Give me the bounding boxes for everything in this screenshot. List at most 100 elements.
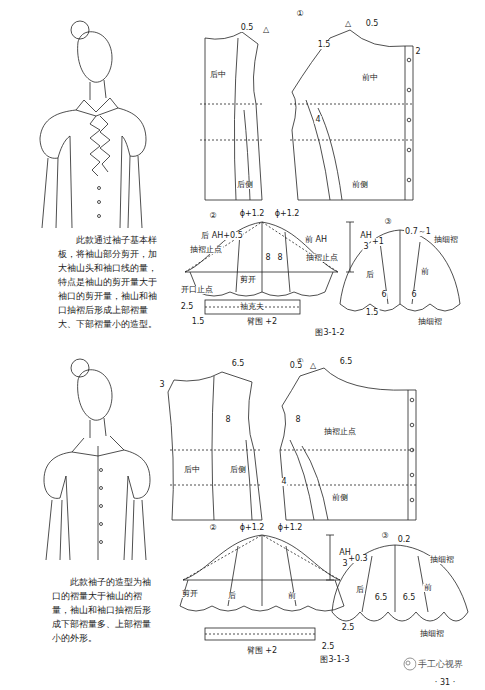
dimension-label: 3 — [158, 381, 165, 389]
pattern-line — [46, 500, 146, 560]
dimension-label: 前中 — [361, 74, 379, 82]
pattern-line — [100, 523, 103, 526]
pattern-line — [100, 505, 103, 508]
pattern-line — [407, 178, 411, 182]
dimension-label: 前 — [287, 592, 297, 600]
dimension-label: 1.5 — [365, 309, 380, 317]
pattern-line — [340, 304, 460, 311]
dimension-label: △ — [309, 362, 317, 370]
pattern-line — [78, 32, 112, 82]
pattern-line — [44, 452, 72, 498]
dimension-label: 后 — [355, 586, 365, 594]
pattern-line — [212, 376, 252, 520]
pattern-line — [408, 390, 416, 520]
bodice-pattern-bottom — [168, 368, 416, 520]
fashion-figure-bottom — [44, 359, 150, 560]
dimension-label: 2.5 — [321, 643, 336, 651]
dimension-label: 8 — [264, 254, 271, 262]
pattern-line — [183, 535, 340, 580]
dimension-label: ① — [295, 10, 304, 18]
dimension-label: 袖克夫 — [239, 303, 265, 311]
dimension-label: ③ — [383, 218, 392, 226]
dimension-label: ③ — [380, 532, 389, 540]
dimension-label: 后 AH+0.5 — [200, 232, 243, 240]
pattern-line — [332, 545, 468, 612]
dimension-label: 0.5 — [365, 20, 380, 28]
pattern-line — [198, 292, 325, 296]
pattern-line — [78, 370, 112, 420]
dimension-label: 0.7～1 — [404, 228, 432, 236]
pattern-line — [98, 215, 101, 218]
expanded-sleeve-bottom — [332, 545, 468, 621]
dimension-label: 抽细褶 — [429, 556, 455, 564]
dimension-label: 1.5 — [191, 318, 206, 326]
pattern-line — [326, 535, 334, 580]
dimension-label: ϕ+1.2 — [274, 210, 301, 218]
fashion-figure-top — [40, 21, 146, 228]
pattern-line — [66, 456, 128, 560]
dimension-label: 臂围 +2 — [246, 318, 278, 326]
pattern-line — [71, 359, 89, 377]
pattern-line — [180, 606, 344, 611]
dimension-label: · 31 · — [434, 679, 456, 687]
description-text: 此款袖子的造型为袖口的褶量大于袖山的褶量，袖山和袖口抽褶后形成下部褶量多、上部褶… — [52, 575, 152, 645]
pattern-line — [42, 156, 142, 228]
dimension-label: 4 — [314, 116, 321, 124]
pattern-line — [362, 545, 428, 612]
pattern-line — [200, 104, 262, 140]
expanded-sleeve-top — [340, 230, 460, 311]
dimension-label: 后 — [227, 592, 237, 600]
pattern-line — [98, 201, 101, 204]
dimension-label: ② — [208, 524, 217, 532]
watermark: 手工心视界 — [417, 660, 464, 669]
dimension-label: 2 — [414, 48, 421, 56]
dimension-label: 前侧 — [331, 494, 349, 502]
dimension-label: 抽褶止点 — [305, 254, 339, 262]
dimension-label: 8 — [224, 416, 231, 424]
pattern-line — [280, 450, 416, 485]
bodice-pattern-top — [200, 30, 413, 200]
pattern-line — [407, 118, 411, 122]
dimension-label: 6.5 — [374, 594, 389, 602]
pattern-line — [280, 368, 408, 520]
pattern-line — [290, 440, 328, 520]
pattern-line — [407, 58, 411, 62]
dimension-label: 0.5 — [240, 24, 255, 32]
dimension-label: 前侧 — [351, 181, 369, 189]
dimension-label: 0.5 — [289, 362, 304, 370]
dimension-label: 臂围 +2 — [246, 647, 278, 655]
pattern-line — [332, 612, 468, 621]
pattern-line — [185, 222, 338, 272]
dimension-label: 前 — [420, 268, 430, 276]
sleeve-pattern-top — [185, 222, 354, 314]
dimension-label: 1.5 — [317, 41, 332, 49]
dimension-label: 抽细褶 — [417, 318, 443, 326]
pattern-line — [410, 498, 414, 502]
pattern-line — [306, 100, 342, 200]
pattern-line — [292, 30, 405, 200]
pattern-line — [290, 104, 413, 140]
pattern-line — [118, 108, 146, 156]
pattern-line — [410, 448, 414, 452]
dimension-label: 开口止点 — [180, 286, 214, 294]
dimension-label: 剪开 — [181, 590, 199, 598]
pattern-line — [168, 372, 262, 520]
pattern-line — [180, 580, 344, 606]
dimension-label: 6 — [410, 291, 417, 299]
dimension-label: 剪开 — [239, 276, 257, 284]
dimension-label: 前 AH — [304, 236, 328, 244]
dimension-label: ϕ+1.2 — [239, 210, 266, 218]
dimension-label: 图3-1-3 — [319, 656, 350, 664]
pattern-line — [410, 423, 414, 427]
pattern-line — [90, 418, 106, 438]
pattern-line — [407, 148, 411, 152]
pattern-line — [205, 634, 315, 635]
pattern-line — [205, 628, 315, 640]
dimension-label: 后侧 — [236, 181, 254, 189]
dimension-label: ϕ+1.2 — [239, 524, 266, 532]
dimension-label: 抽细褶 — [433, 236, 459, 244]
pattern-line — [72, 436, 124, 456]
pattern-line — [100, 469, 103, 472]
dimension-label: 6 — [380, 291, 387, 299]
